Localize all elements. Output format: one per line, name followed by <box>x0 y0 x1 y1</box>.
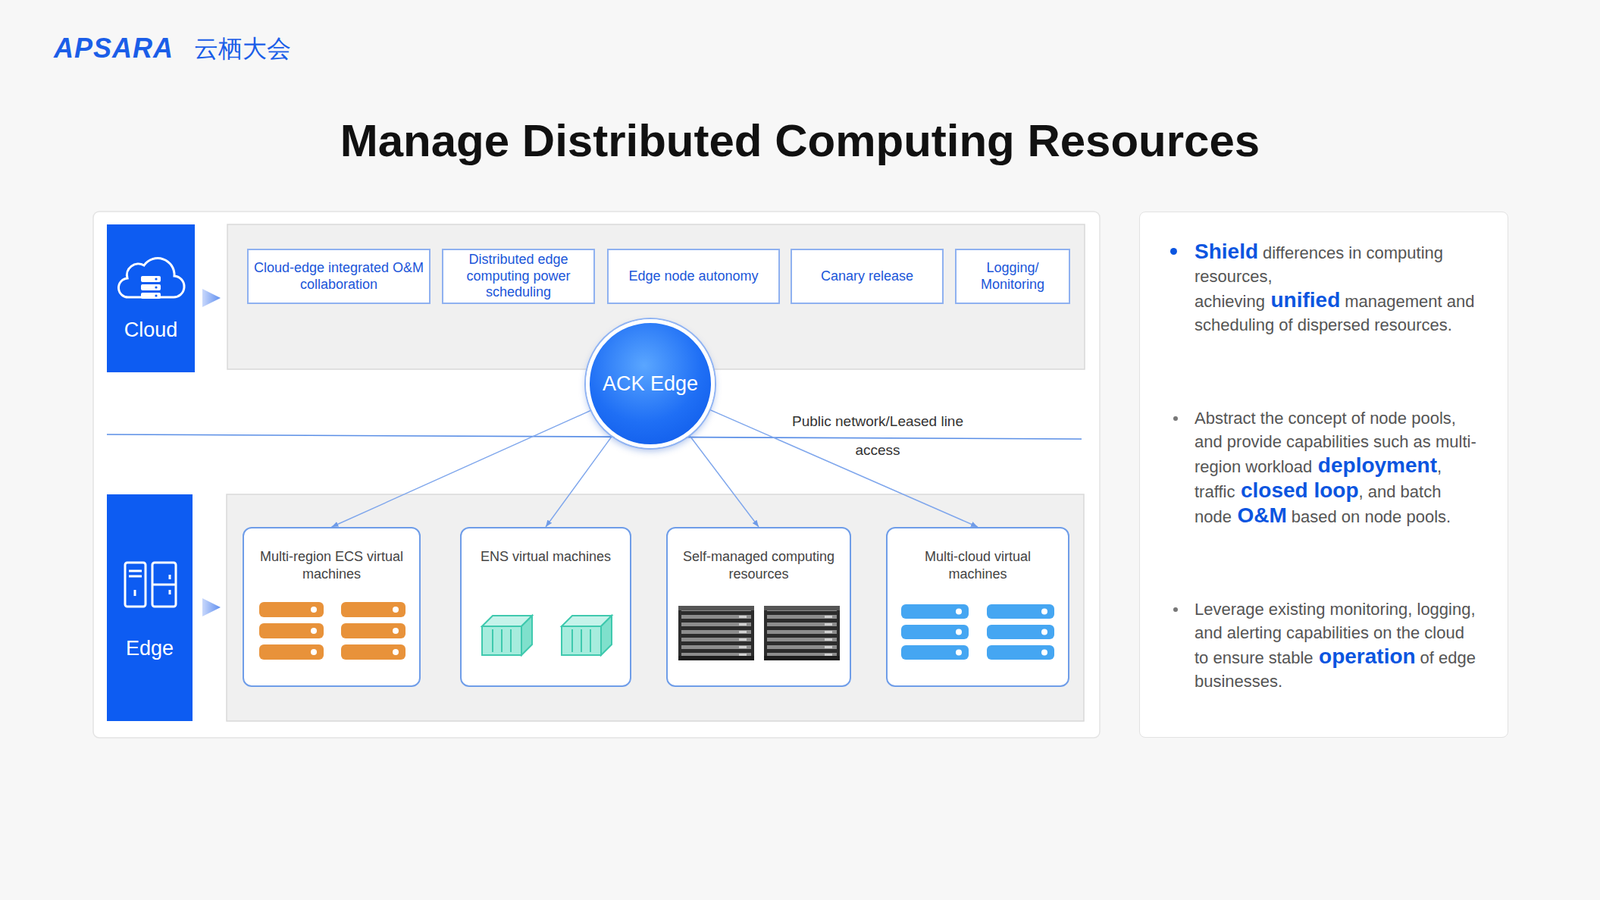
brand-logo: APSARA <box>53 31 198 66</box>
bullet-dot <box>1173 416 1178 421</box>
container-cube <box>482 615 533 655</box>
highlight-text: Shield <box>1194 239 1259 264</box>
node-text: Logging/ Monitoring <box>961 259 1065 293</box>
node-text: Edge node autonomy <box>628 268 758 285</box>
server-rack <box>678 605 755 661</box>
server-bar <box>259 601 324 617</box>
bullet-text: Abstract the concept of node pools, and … <box>1194 406 1482 529</box>
resource-box: Multi-region ECS virtual machines <box>242 526 421 687</box>
capability-box: Distributed edge computing power schedul… <box>441 248 595 304</box>
box-fill <box>886 526 1070 687</box>
multicloud-icon <box>901 604 1055 660</box>
node-text: Edge <box>125 636 174 661</box>
server-led <box>154 294 157 297</box>
server-rack <box>763 605 840 661</box>
capability-box: Canary release <box>790 248 944 304</box>
server-bar <box>259 644 324 660</box>
server-slot <box>140 292 161 299</box>
connector-arrow <box>331 410 592 527</box>
node-text: Cloud <box>124 318 179 342</box>
cloud-outline <box>118 258 185 298</box>
network-label: Public network/Leased line access <box>775 407 981 465</box>
note-panel: Shielddifferences in computing resources… <box>1139 211 1509 738</box>
connector-arrow <box>545 435 613 527</box>
bullet-dot <box>1173 607 1178 612</box>
node-text: Canary release <box>820 268 914 285</box>
server-slot <box>140 275 161 282</box>
server-bar <box>341 601 406 617</box>
capability-box: Edge node autonomy <box>607 248 780 304</box>
cabinet <box>125 562 146 607</box>
server-led <box>154 285 157 289</box>
ecs-icon <box>259 601 406 660</box>
network-line <box>106 434 1082 439</box>
highlight-text: unified <box>1271 288 1341 312</box>
server-slot <box>140 284 161 291</box>
container-cube <box>561 615 612 655</box>
resource-box: Multi-cloud virtual machines <box>886 526 1070 687</box>
cabinet-knob <box>169 589 172 595</box>
server-bar <box>901 624 969 639</box>
diagram-title: Manage Distributed Computing Resources <box>0 113 1600 169</box>
server-led <box>154 277 157 280</box>
bullet-dot <box>1170 247 1178 255</box>
edge-fill <box>106 494 193 721</box>
cabinet <box>152 562 176 607</box>
connector-arrow <box>688 435 759 527</box>
cloud-fill <box>106 224 195 373</box>
cabinet-line <box>128 575 142 578</box>
node-text: ACK Edge <box>602 372 699 396</box>
node-text: Multi-region ECS virtual machines <box>250 547 414 584</box>
cabinet-knob <box>169 574 172 580</box>
body-text: based on node pools. <box>1291 507 1451 527</box>
node-text: Cloud-edge integrated O&M collaboration <box>253 259 425 293</box>
capability-box: Cloud-edge integrated O&M collaboration <box>247 248 431 304</box>
highlight-text: O&M <box>1237 503 1287 527</box>
highlight-text: operation <box>1318 644 1416 668</box>
box-fill <box>460 526 632 687</box>
server-bar <box>901 604 969 619</box>
resource-box: ENS virtual machines <box>460 526 632 687</box>
highlight-text: deployment <box>1318 453 1438 477</box>
pointer-triangle <box>202 598 221 617</box>
server-bar <box>259 623 324 639</box>
server-bar <box>341 644 406 660</box>
capability-box: Logging/ Monitoring <box>954 248 1071 304</box>
server-bar <box>901 645 969 660</box>
server-bar <box>986 624 1055 639</box>
ens-icon <box>482 615 612 655</box>
server-bar <box>986 604 1055 619</box>
box-fill <box>242 526 421 687</box>
node-text: Distributed edge computing power schedul… <box>447 251 589 301</box>
server-bar <box>986 645 1055 660</box>
edge-band <box>226 494 1084 721</box>
brand-logo: 云栖大会 <box>194 31 323 66</box>
bullet-text: Leverage existing monitoring, logging, a… <box>1194 597 1482 693</box>
server-bar <box>341 623 406 639</box>
hub-circle: ACK Edge <box>585 319 715 448</box>
rack-icon <box>678 605 840 661</box>
pointer-triangle <box>202 288 221 307</box>
node-text: Multi-cloud virtual machines <box>893 547 1062 584</box>
cabinet-knob <box>134 589 137 596</box>
side-box: Cloud <box>106 224 195 373</box>
cabinet-line <box>128 569 142 573</box>
highlight-text: closed loop <box>1240 478 1359 502</box>
edge-icon <box>125 562 176 607</box>
cabinet-line <box>152 583 176 586</box>
box-fill <box>666 526 852 687</box>
bullet-text: Shielddifferences in computing resources… <box>1194 239 1482 337</box>
resource-box: Self-managed computing resources <box>666 526 852 687</box>
node-text: ENS virtual machines <box>467 547 624 566</box>
left-panel <box>93 211 1100 738</box>
side-box: Edge <box>106 494 193 721</box>
cloud-icon <box>118 258 185 299</box>
node-text: Self-managed computing resources <box>673 547 844 584</box>
